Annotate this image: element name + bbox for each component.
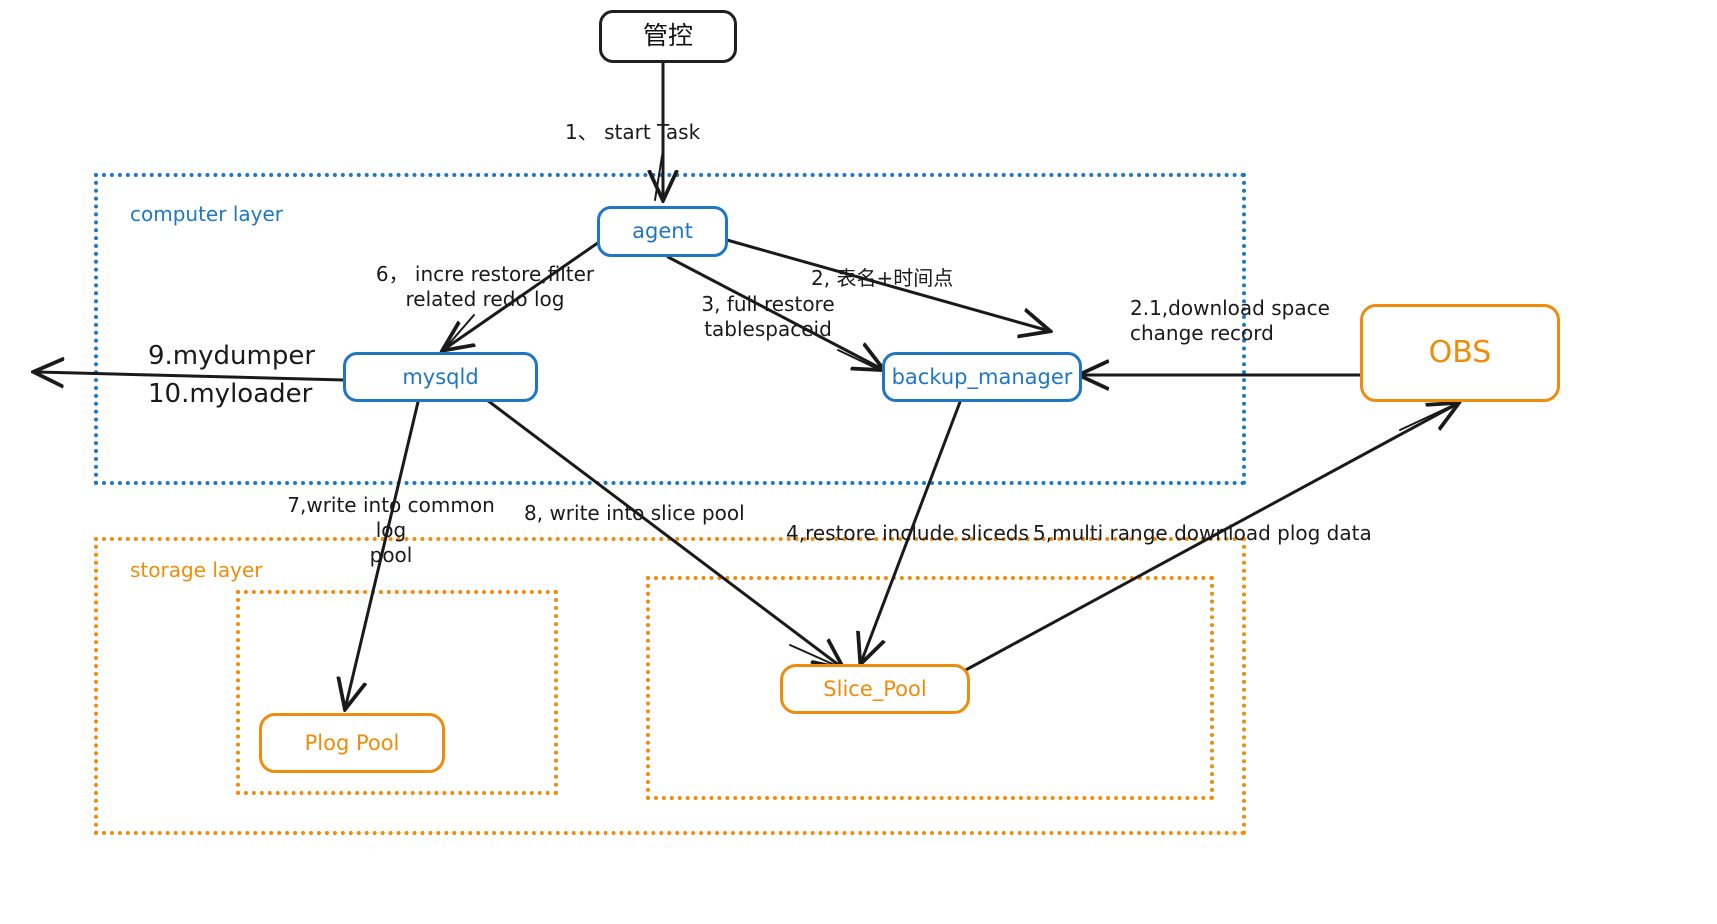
container-computer-layer-label: computer layer — [130, 202, 283, 226]
node-obs-label: OBS — [1428, 334, 1492, 370]
node-guankong-label: 管控 — [642, 21, 693, 51]
edge-label-6: 6， incre restore,filter related redo log — [375, 262, 595, 311]
node-agent[interactable]: agent — [597, 206, 728, 257]
edge-label-5: 5,multi range download plog data — [1033, 521, 1372, 545]
node-plog-pool[interactable]: Plog Pool — [259, 713, 445, 773]
node-obs[interactable]: OBS — [1360, 304, 1560, 402]
edge-label-1: 1、 start Task — [565, 120, 701, 144]
edge-label-7: 7,write into common log pool — [287, 493, 495, 567]
node-backup-manager-label: backup_manager — [891, 364, 1073, 389]
edge-label-2-1: 2.1,download space change record — [1130, 296, 1330, 345]
node-guankong[interactable]: 管控 — [599, 10, 737, 63]
container-storage-layer-label: storage layer — [130, 558, 263, 582]
node-slice-pool-label: Slice_Pool — [823, 676, 927, 701]
node-plog-pool-label: Plog Pool — [304, 730, 400, 755]
edge-label-4: 4,restore include sliceds — [786, 521, 1029, 545]
node-mysqld-label: mysqld — [402, 364, 479, 389]
edge-label-3: 3, full restore tablespaceid — [701, 292, 835, 341]
edge-label-10: 10.myloader — [148, 379, 313, 409]
node-mysqld[interactable]: mysqld — [343, 352, 538, 402]
node-agent-label: agent — [632, 219, 693, 244]
edge-label-8: 8, write into slice pool — [524, 501, 745, 525]
edge-label-2: 2, 表名+时间点 — [811, 266, 954, 290]
node-slice-pool[interactable]: Slice_Pool — [780, 664, 970, 714]
node-backup-manager[interactable]: backup_manager — [882, 352, 1082, 402]
edge-label-9: 9.mydumper — [148, 341, 316, 371]
